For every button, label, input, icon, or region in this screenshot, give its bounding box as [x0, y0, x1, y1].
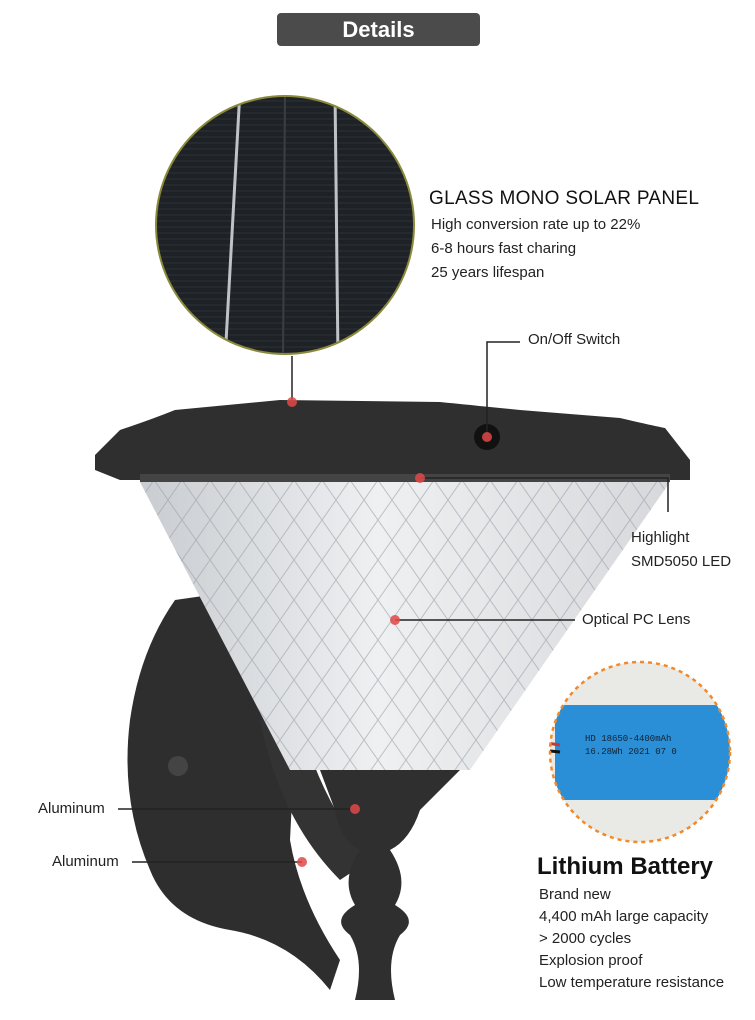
stem — [320, 770, 460, 1000]
battery-closeup: HD 18650-4400mAh 16.28Wh 2021 07 0 — [548, 660, 732, 844]
aluminum-label: Aluminum — [52, 853, 119, 870]
battery-feature: > 2000 cycles — [539, 930, 632, 947]
callout-lines — [118, 341, 669, 863]
battery-feature: Low temperature resistance — [539, 974, 725, 991]
roof-rim — [140, 474, 670, 482]
led-label-1: Highlight — [631, 529, 690, 546]
solar-panel-closeup — [155, 95, 415, 355]
bracket-screw-icon — [168, 756, 188, 776]
battery-label-1: HD 18650-4400mAh — [585, 734, 671, 744]
lens-diamond-pattern — [140, 482, 670, 770]
lamp-roof — [95, 400, 690, 480]
details-header: Details — [277, 13, 480, 46]
lens-label: Optical PC Lens — [582, 611, 691, 628]
solar-panel-title: GLASS MONO SOLAR PANEL — [429, 188, 700, 209]
switch-label: On/Off Switch — [528, 331, 621, 348]
aluminum-label: Aluminum — [38, 800, 105, 817]
battery-label-2: 16.28Wh 2021 07 0 — [585, 747, 677, 757]
battery-feature: 4,400 mAh large capacity — [539, 908, 709, 925]
led-label-2: SMD5050 LED — [631, 553, 732, 570]
battery-feature: Explosion proof — [539, 952, 643, 969]
callout-dots — [287, 397, 492, 867]
solar-feature: 25 years lifespan — [431, 264, 545, 281]
solar-feature: High conversion rate up to 22% — [431, 216, 641, 233]
battery-feature: Brand new — [539, 886, 611, 903]
solar-feature: 6-8 hours fast charing — [431, 240, 577, 257]
battery-title: Lithium Battery — [537, 853, 714, 880]
